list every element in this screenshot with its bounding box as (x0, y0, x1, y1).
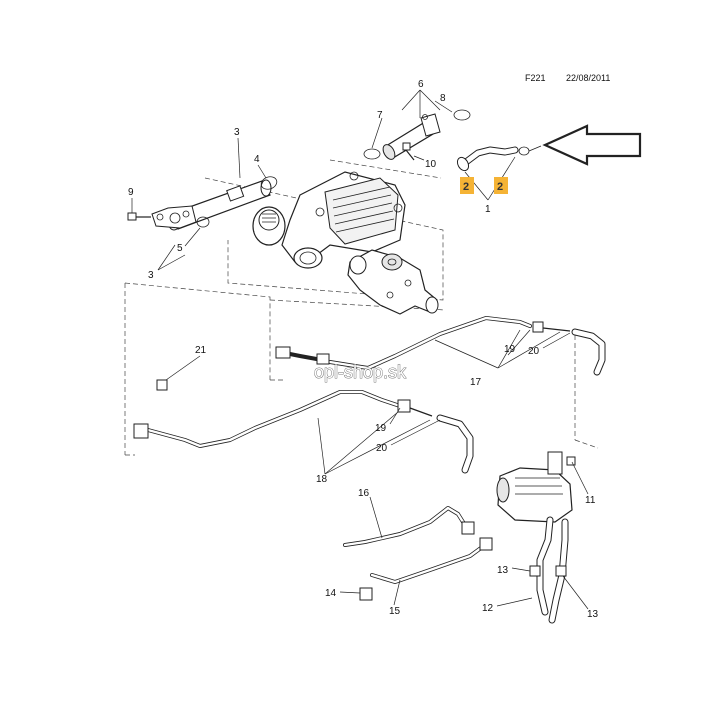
highlight-label-2-right: 2 (497, 181, 503, 193)
line-part-18 (133, 390, 433, 448)
highlight-label-2-left: 2 (463, 181, 469, 193)
clip-part-21 (156, 379, 168, 391)
gasket-part-7 (363, 148, 381, 160)
callout-20-bottom: 20 (376, 443, 388, 454)
highlight-box-part-2-left (460, 177, 474, 194)
callout-11: 11 (585, 495, 596, 506)
pipe-part-15 (370, 537, 493, 584)
callout-3-bottom: 3 (148, 270, 154, 281)
callout-7: 7 (377, 110, 383, 121)
pipe-part-16 (343, 506, 475, 547)
callout-12: 12 (482, 603, 494, 614)
callout-15: 15 (389, 606, 401, 617)
hose-lower-mid (436, 414, 474, 474)
callout-19-bottom: 19 (375, 423, 387, 434)
diagram-date: 22/08/2011 (566, 73, 610, 83)
hose-part-2 (456, 145, 542, 172)
line-part-17 (275, 316, 532, 370)
callout-13-left: 13 (497, 565, 509, 576)
leader-lines (131, 89, 589, 610)
bolt-part-10 (402, 142, 415, 161)
hose-upper-right (532, 321, 606, 376)
gasket-part-8 (453, 109, 471, 121)
callout-19-top: 19 (504, 344, 516, 355)
callout-13-right: 13 (587, 609, 599, 620)
arrow-left-outline-icon (542, 124, 642, 166)
callout-14: 14 (325, 588, 337, 599)
gasket-part-5 (196, 216, 210, 228)
oil-cooler-housing (252, 171, 406, 269)
diagram-code: F221 (525, 73, 546, 83)
highlight-box-part-2-right (494, 177, 508, 194)
bolt-part-9 (127, 212, 151, 221)
callout-1: 1 (485, 204, 491, 215)
clip-part-14 (359, 587, 373, 601)
watermark: opl-shop.sk (314, 362, 407, 382)
callout-3-top: 3 (234, 127, 240, 138)
gasket-part-4 (260, 176, 278, 190)
flange-left (151, 205, 197, 229)
pipe-part-6 (382, 113, 441, 160)
callout-21: 21 (195, 345, 207, 356)
callout-20-top: 20 (528, 346, 540, 357)
water-pump-body (347, 249, 439, 315)
callout-17: 17 (470, 377, 482, 388)
callout-9: 9 (128, 187, 134, 198)
callout-10: 10 (425, 159, 437, 170)
callout-16: 16 (358, 488, 370, 499)
hose-part-12 (529, 516, 569, 624)
heater-unit (496, 451, 576, 523)
callout-18: 18 (316, 474, 328, 485)
callout-4: 4 (254, 154, 260, 165)
callout-8: 8 (440, 93, 446, 104)
callout-5: 5 (177, 243, 183, 254)
callout-6: 6 (418, 79, 424, 90)
